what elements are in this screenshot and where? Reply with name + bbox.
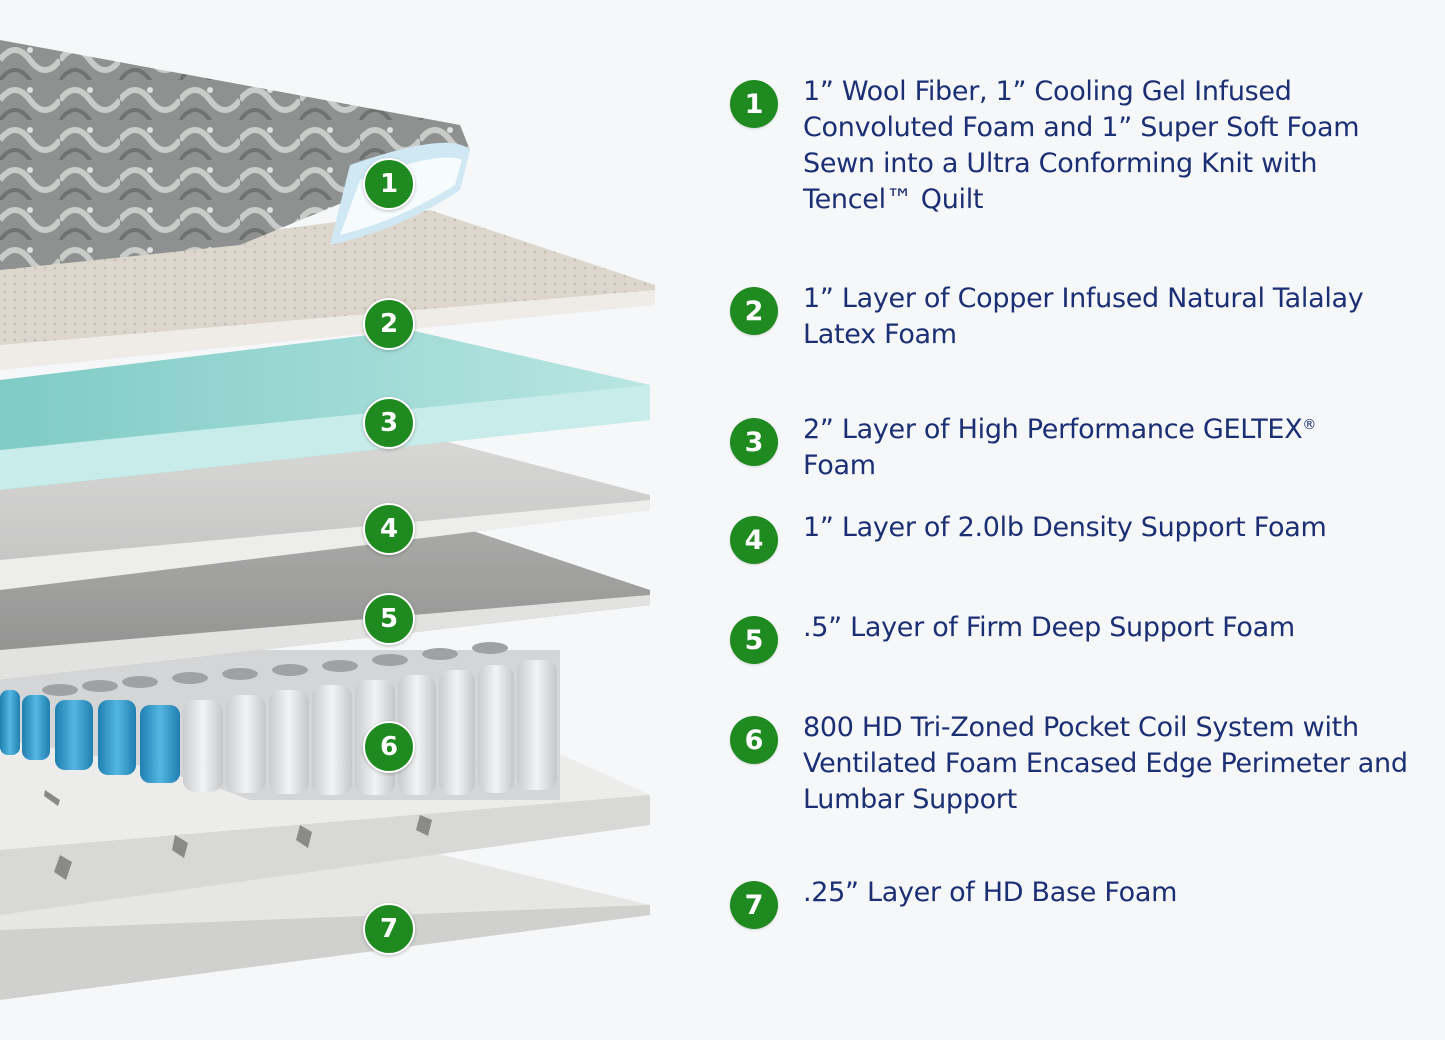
layer-3-gel-foam [0,330,650,490]
layer-description: 1” Layer of Copper Infused Natural Talal… [803,283,1364,350]
registered-mark: ® [1302,417,1317,433]
layer-4-support-foam [0,440,650,590]
coil-tops [42,642,508,696]
layer-badge: 3 [730,418,778,466]
layer-description-end: Foam [803,450,876,481]
illustration-badge-1: 1 [363,158,415,210]
layer-badge: 6 [730,716,778,764]
layer-badge: 4 [730,516,778,564]
illustration-badge-6: 6 [363,721,415,773]
layer-badge: 7 [730,881,778,929]
layer-description: 2” Layer of High Performance GELTEX® Foam [803,412,1428,484]
layer-description: .25” Layer of HD Base Foam [803,877,1178,908]
layer-description-main: 2” Layer of High Performance GELTEX [803,414,1303,445]
layer-description: 1” Wool Fiber, 1” Cooling Gel Infused Co… [803,76,1360,215]
mattress-layers-illustration [0,40,655,1000]
layer-badge: 5 [730,616,778,664]
ventilation-slots [44,790,432,880]
layer-item-6: 6 800 HD Tri-Zoned Pocket Coil System wi… [730,712,1428,818]
layer-badge: 1 [730,80,778,128]
coil-rows-blue [0,690,180,783]
illustration-badge-2: 2 [363,298,415,350]
layer-item-3: 3 2” Layer of High Performance GELTEX® Fo… [730,414,1428,484]
layer-description: .5” Layer of Firm Deep Support Foam [803,612,1295,643]
layer-badge: 2 [730,287,778,335]
layer-description: 1” Layer of 2.0lb Density Support Foam [803,512,1327,543]
illustration-badge-4: 4 [363,503,415,555]
layer-description: 800 HD Tri-Zoned Pocket Coil System with… [803,712,1408,815]
illustration-badge-3: 3 [363,397,415,449]
layer-item-4: 4 1” Layer of 2.0lb Density Support Foam [730,512,1428,564]
illustration-badge-7: 7 [363,903,415,955]
illustration-badge-5: 5 [363,593,415,645]
layer-item-1: 1 1” Wool Fiber, 1” Cooling Gel Infused … [730,76,1428,218]
layer-6-coil-system [0,642,650,915]
layer-item-7: 7 .25” Layer of HD Base Foam [730,877,1428,929]
layer-item-2: 2 1” Layer of Copper Infused Natural Tal… [730,283,1428,353]
layer-item-5: 5 .5” Layer of Firm Deep Support Foam [730,612,1428,664]
